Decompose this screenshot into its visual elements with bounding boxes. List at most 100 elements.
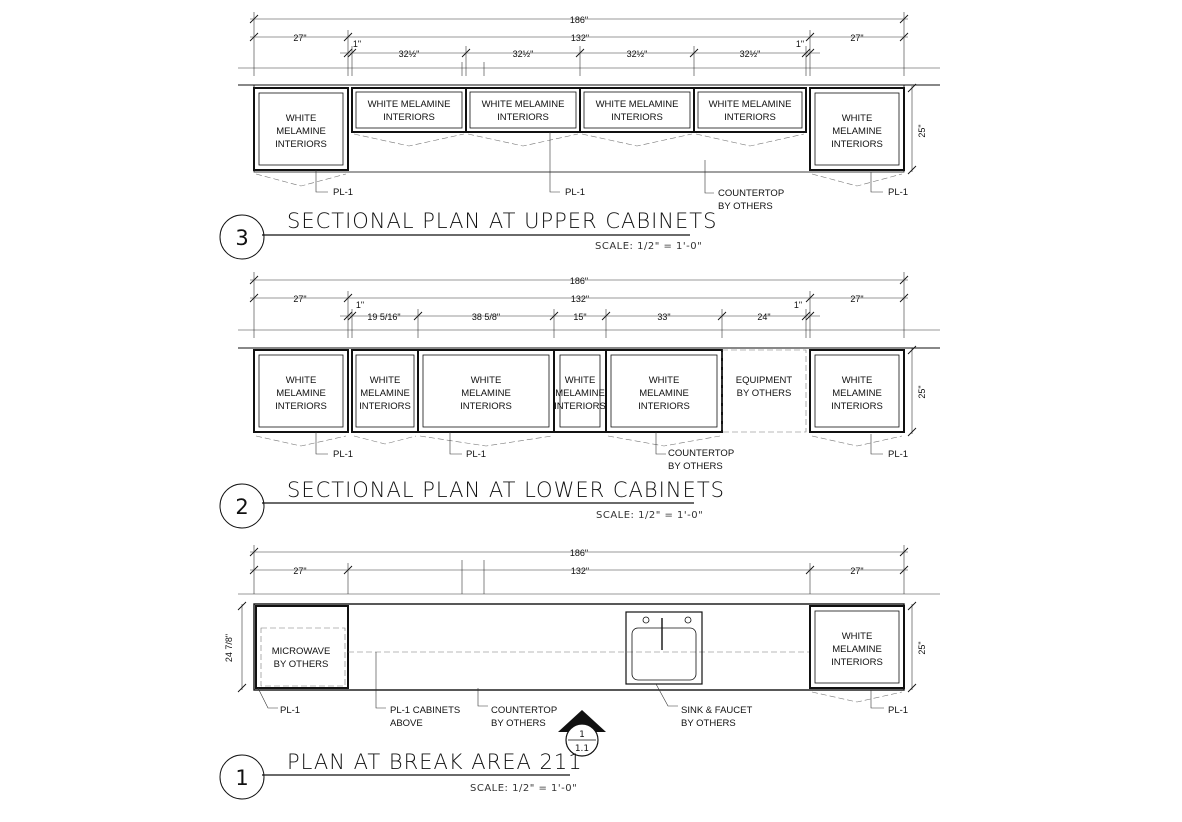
- note-pl1-left: PL-1: [280, 705, 300, 716]
- note-cabinets-2: ABOVE: [390, 718, 423, 729]
- dim-cab-1: 32½": [399, 49, 420, 59]
- dim-right: 27": [850, 294, 863, 304]
- sink: [625, 611, 703, 685]
- dim-right: 27": [850, 33, 863, 43]
- drawing-title: PLAN AT BREAK AREA 211: [287, 750, 583, 774]
- drawing-scale: SCALE: 1/2" = 1'-0": [470, 783, 577, 794]
- dim-depth: 25": [917, 124, 927, 137]
- countertop: [253, 603, 905, 691]
- drawing-number-circle: [219, 754, 265, 800]
- dim-cab-2: 32½": [513, 49, 534, 59]
- dimension-lines: [249, 272, 917, 437]
- microwave: [260, 627, 346, 687]
- drawing-upper-cabinets: 186" 27" 132" 27" 1" 1" 32½" 32½" 32½" 3…: [219, 12, 940, 260]
- drawing-number: 1: [235, 766, 248, 790]
- dimension-lines: [237, 545, 917, 693]
- note-pl1-left: PL-1: [333, 449, 353, 460]
- cabinet-lower-4: [553, 349, 607, 433]
- dim-depth-right: 25": [917, 641, 927, 654]
- dim-overall: 186": [570, 548, 588, 558]
- dim-middle: 132": [571, 294, 589, 304]
- section-marker-top: 1: [579, 730, 585, 740]
- dim-d2: 38 5/8": [472, 312, 500, 322]
- drawing-title: SECTIONAL PLAN AT LOWER CABINETS: [287, 478, 725, 502]
- microwave-cabinet: [255, 605, 349, 689]
- note-countertop-2: BY OTHERS: [718, 201, 773, 212]
- note-cabinets-1: PL-1 CABINETS: [390, 705, 460, 716]
- note-sink-1: SINK & FAUCET: [681, 705, 752, 716]
- cabinet-right: [809, 87, 905, 171]
- drawing-number: 3: [235, 226, 248, 250]
- drawing-scale: SCALE: 1/2" = 1'-0": [595, 241, 702, 252]
- note-pl1-right: PL-1: [888, 187, 908, 198]
- dim-depth: 25": [917, 385, 927, 398]
- drawing-number: 2: [235, 495, 248, 519]
- note-countertop-1: COUNTERTOP: [718, 188, 784, 199]
- dim-gap-left: 1": [353, 39, 361, 49]
- dim-right: 27": [850, 566, 863, 576]
- dim-overall: 186": [570, 276, 588, 286]
- note-pl1-right: PL-1: [888, 705, 908, 716]
- dim-middle: 132": [571, 33, 589, 43]
- dim-cab-4: 32½": [740, 49, 761, 59]
- note-countertop-1: COUNTERTOP: [491, 705, 557, 716]
- drawing-lower-cabinets: 186" 27" 132" 27" 1" 1" 19 5/16" 38 5/8"…: [219, 272, 940, 529]
- drawing-number-circle: [219, 214, 265, 260]
- cabinet-upper-3: [579, 87, 695, 133]
- note-pl1-left: PL-1: [333, 187, 353, 198]
- dim-d3: 15": [573, 312, 586, 322]
- dim-left: 27": [293, 294, 306, 304]
- note-pl1-mid: PL-1: [565, 187, 585, 198]
- drawing-scale: SCALE: 1/2" = 1'-0": [596, 510, 703, 521]
- note-countertop-2: BY OTHERS: [668, 461, 723, 472]
- dim-d1: 19 5/16": [367, 312, 400, 322]
- equipment-space: [721, 349, 807, 433]
- section-marker: 1 1.1: [558, 710, 606, 757]
- cabinet-upper-4: [693, 87, 807, 133]
- cabinet-upper-1: [351, 87, 467, 133]
- dim-left: 27": [293, 33, 306, 43]
- note-pl1-right: PL-1: [888, 449, 908, 460]
- dim-left: 27": [293, 566, 306, 576]
- dim-gap-right: 1": [794, 300, 802, 310]
- cabinet-lower-1: [253, 349, 349, 433]
- dim-d4: 33": [657, 312, 670, 322]
- dim-depth-left: 24 7/8": [224, 634, 234, 662]
- cabinet-left: [253, 87, 349, 171]
- note-countertop-1: COUNTERTOP: [668, 448, 734, 459]
- dim-middle: 132": [571, 566, 589, 576]
- cabinet-lower-6: [809, 349, 905, 433]
- dim-overall: 186": [570, 15, 588, 25]
- dim-cab-3: 32½": [627, 49, 648, 59]
- cabinet-upper-2: [465, 87, 581, 133]
- cabinet-lower-2: [351, 349, 419, 433]
- note-sink-2: BY OTHERS: [681, 718, 736, 729]
- cabinet-plan-right: [809, 605, 905, 689]
- drawing-title: SECTIONAL PLAN AT UPPER CABINETS: [287, 209, 717, 233]
- dim-gap-left: 1": [356, 300, 364, 310]
- note-pl1-mid: PL-1: [466, 449, 486, 460]
- section-marker-bottom: 1.1: [575, 744, 589, 754]
- dim-d5: 24": [757, 312, 770, 322]
- dim-gap-right: 1": [796, 39, 804, 49]
- dimension-lines: [249, 12, 917, 175]
- cabinet-lower-3: [417, 349, 555, 433]
- drawing-number-circle: [219, 483, 265, 529]
